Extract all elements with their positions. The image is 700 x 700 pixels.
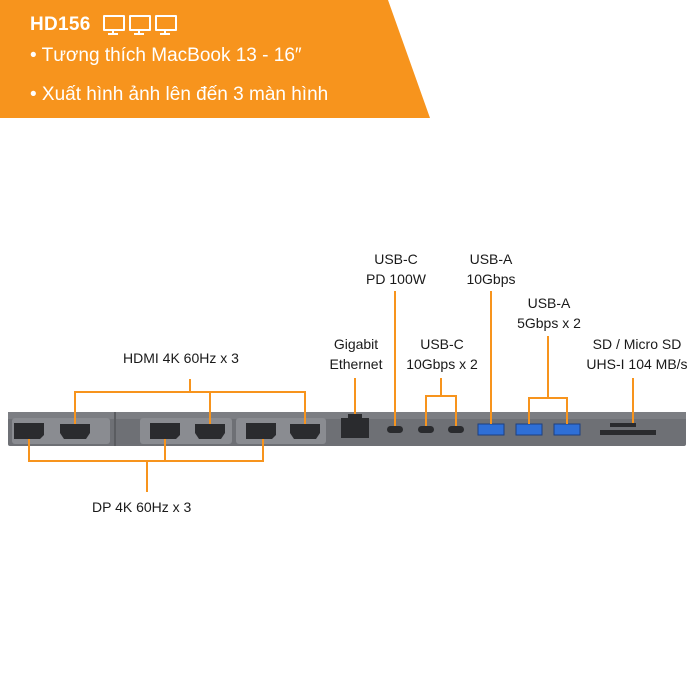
usbc-pd-label-line2: PD 100W (366, 271, 426, 287)
usba-10gbps-label-line2: 10Gbps (466, 271, 516, 287)
ethernet-label-line1: Gigabit (333, 336, 379, 352)
hdmi-label: HDMI 4K 60Hz x 3 (123, 350, 239, 366)
ethernet-port-clip (348, 414, 362, 420)
usba-10gbps-label: USB-A 10Gbps (458, 249, 524, 289)
usba-5gbps-label-line2: 5Gbps x 2 (517, 315, 581, 331)
callout-lines (28, 291, 634, 492)
hdmi-port (60, 424, 90, 439)
microsd-card-slot (610, 423, 636, 427)
dp-port (14, 423, 44, 439)
display-bullet: • Xuất hình ảnh lên đến 3 màn hình (30, 84, 329, 105)
usbc-10gbps-label: USB-C 10Gbps x 2 (398, 334, 486, 374)
sd-label: SD / Micro SD UHS-I 104 MB/s (578, 334, 696, 374)
hdmi-port (290, 424, 320, 439)
usbc-10gbps-port (448, 426, 464, 433)
usbc-pd-port (387, 426, 403, 433)
sd-label-line1: SD / Micro SD (592, 336, 682, 352)
usbc-10gbps-label-line1: USB-C (420, 336, 464, 352)
monitor-icons (102, 14, 178, 36)
dp-port (246, 423, 276, 439)
usba-5gbps-label: USB-A 5Gbps x 2 (506, 293, 592, 333)
hdmi-port (195, 424, 225, 439)
header-banner: HD156 • Tương thích MacBook 13 - 16″ • X… (0, 0, 700, 125)
usba-5gbps-port (553, 423, 581, 436)
compat-bullet: • Tương thích MacBook 13 - 16″ (30, 45, 302, 66)
sd-card-slot (600, 430, 656, 435)
monitor-icon (154, 14, 178, 36)
usbc-10gbps-port (418, 426, 434, 433)
usba-5gbps-port (515, 423, 543, 436)
dp-port (150, 423, 180, 439)
ethernet-label: Gigabit Ethernet (324, 334, 388, 374)
dock-top-edge (8, 412, 686, 419)
dp-label: DP 4K 60Hz x 3 (92, 499, 192, 515)
sd-label-line2: UHS-I 104 MB/s (586, 356, 688, 372)
usbc-10gbps-label-line2: 10Gbps x 2 (406, 356, 478, 372)
usbc-pd-label: USB-C PD 100W (358, 249, 434, 289)
usba-5gbps-label-line1: USB-A (527, 295, 571, 311)
model-name: HD156 (30, 14, 91, 35)
monitor-icon (102, 14, 126, 36)
ethernet-label-line2: Ethernet (329, 356, 383, 372)
ethernet-port (341, 418, 369, 438)
usba-10gbps-label-line1: USB-A (469, 251, 513, 267)
monitor-icon (128, 14, 152, 36)
usbc-pd-label-line1: USB-C (374, 251, 418, 267)
usba-10gbps-port (477, 423, 505, 436)
